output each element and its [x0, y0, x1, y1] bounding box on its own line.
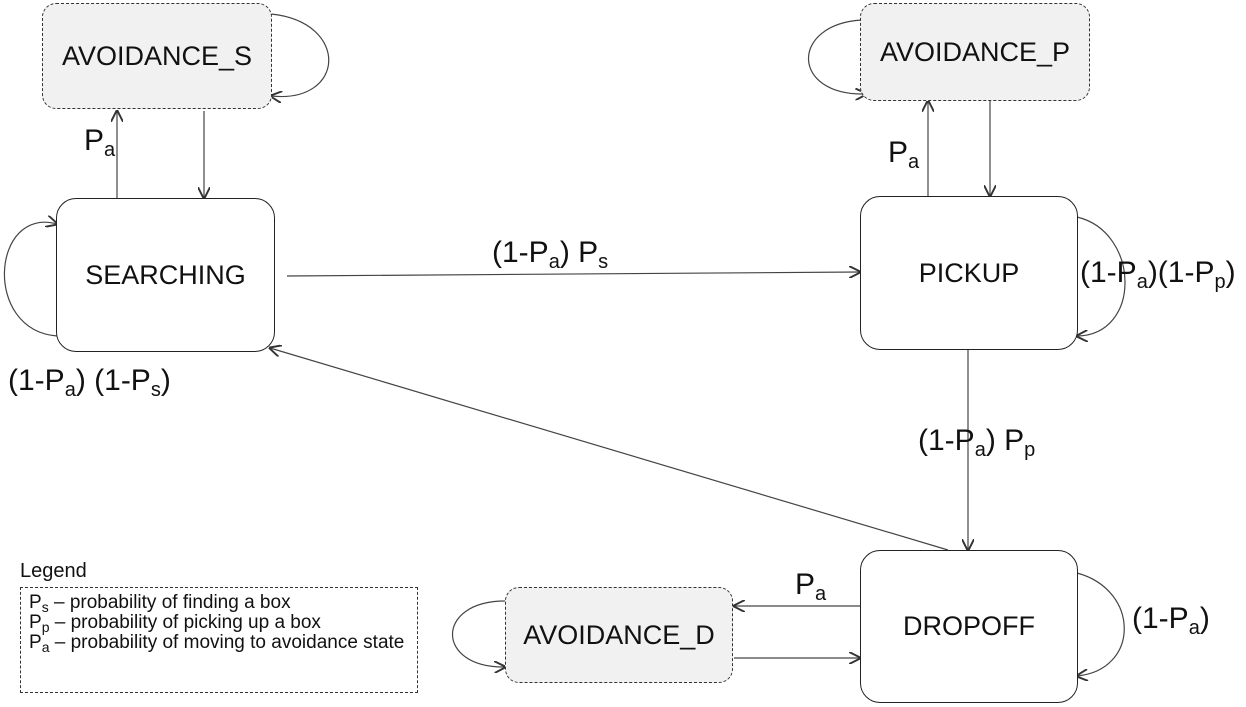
loop-avoidance-p: [808, 19, 866, 94]
state-pickup-label: PICKUP: [918, 257, 1020, 288]
state-pickup: PICKUP: [860, 196, 1078, 350]
legend-title: Legend: [20, 560, 87, 582]
label-dropoff-to-avoidance-d: Pa: [795, 568, 827, 605]
state-avoidance-s-label: AVOIDANCE_S: [61, 40, 253, 71]
state-avoidance-s: AVOIDANCE_S: [42, 3, 272, 109]
label-pickup-self: (1-Pa)(1-Pp): [1080, 256, 1236, 293]
label-pickup-to-dropoff: (1-Pa) Pp: [918, 424, 1036, 461]
state-avoidance-p-label: AVOIDANCE_P: [879, 36, 1071, 67]
label-searching-to-pickup: (1-Pa) Ps: [492, 236, 609, 273]
loop-pickup: [1077, 216, 1126, 336]
label-dropoff-self: (1-Pa): [1132, 602, 1210, 639]
state-dropoff-label: DROPOFF: [903, 611, 1035, 641]
state-avoidance-d: AVOIDANCE_D: [505, 587, 733, 683]
loop-avoidance-d: [452, 600, 506, 667]
state-dropoff: DROPOFF: [860, 550, 1078, 703]
legend-item: Ps – probability of finding a box: [29, 592, 291, 615]
arrow-searching-to-pickup: [286, 272, 860, 276]
loop-searching: [3, 222, 57, 337]
label-searching-self: (1-Pa) (1-Ps): [8, 364, 171, 401]
legend: Ps – probability of finding a box Pp – p…: [20, 587, 418, 693]
state-searching: SEARCHING: [56, 198, 275, 352]
state-searching-label: SEARCHING: [85, 259, 246, 290]
loop-avoidance-s: [271, 13, 330, 97]
label-searching-to-avoidance-s: Pa: [84, 124, 116, 161]
legend-item: Pp – probability of picking up a box: [29, 612, 321, 635]
state-avoidance-p: AVOIDANCE_P: [860, 3, 1090, 101]
label-pickup-to-avoidance-p: Pa: [888, 136, 920, 173]
state-avoidance-d-label: AVOIDANCE_D: [523, 619, 715, 650]
legend-item: Pa – probability of moving to avoidance …: [29, 632, 405, 655]
arrow-dropoff-to-searching: [270, 348, 949, 551]
loop-dropoff: [1077, 572, 1125, 676]
